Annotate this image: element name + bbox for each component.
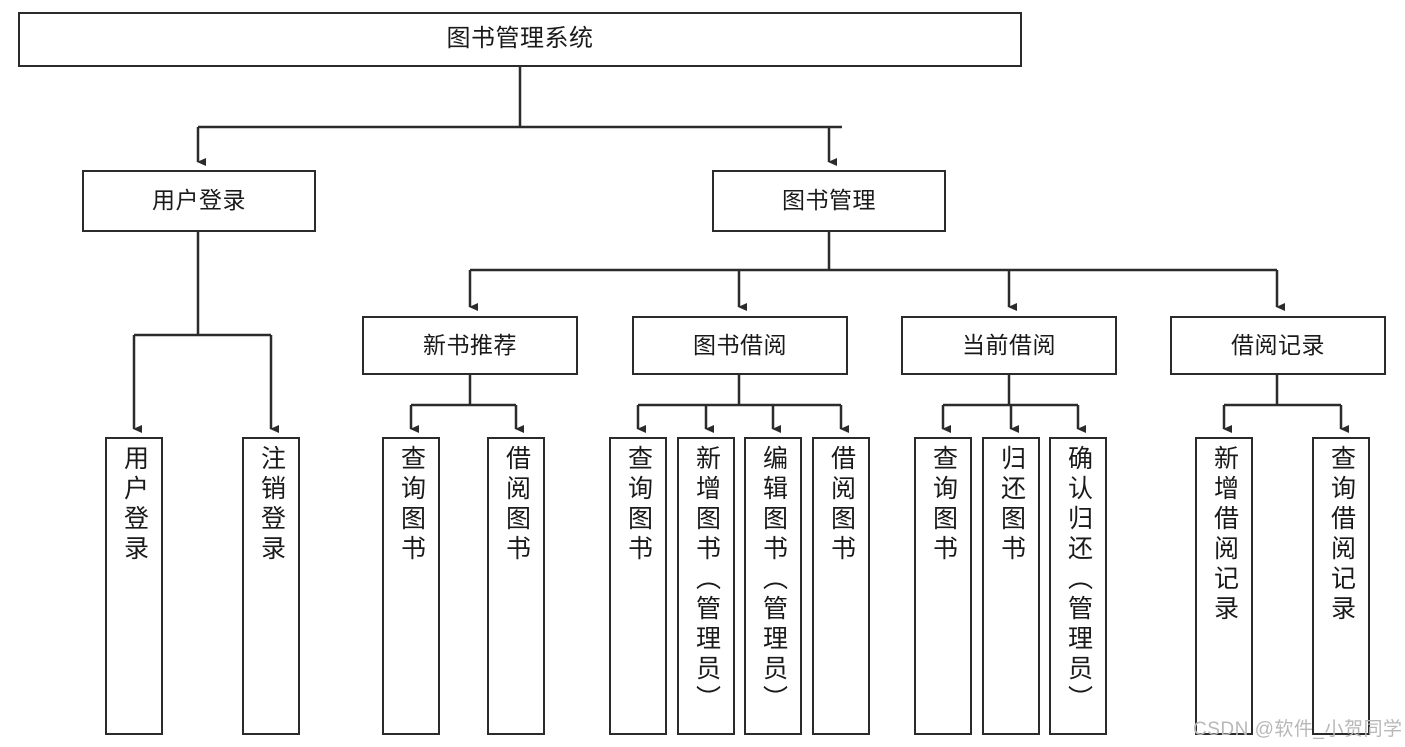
node-borrow-record[interactable]: 借阅记录 xyxy=(1170,316,1386,375)
node-current-borrow-label: 当前借阅 xyxy=(962,331,1056,358)
node-book-manage-label: 图书管理 xyxy=(782,187,876,214)
node-leaf-add-book[interactable]: 新增图书（管理员） xyxy=(677,437,735,735)
node-borrow-record-label: 借阅记录 xyxy=(1231,331,1325,358)
node-current-borrow[interactable]: 当前借阅 xyxy=(901,316,1117,375)
node-leaf-add-record[interactable]: 新增借阅记录 xyxy=(1195,437,1253,735)
node-leaf-logout[interactable]: 注销登录 xyxy=(242,437,300,735)
node-book-borrow-label: 图书借阅 xyxy=(693,331,787,358)
node-root[interactable]: 图书管理系统 xyxy=(18,12,1022,67)
node-new-book-recommend-label: 新书推荐 xyxy=(423,331,517,358)
node-leaf-borrow-book-1-label: 借阅图书 xyxy=(502,445,531,565)
csdn-watermark: CSDN @软件_小贺同学 xyxy=(1193,719,1403,740)
node-leaf-borrow-book-1[interactable]: 借阅图书 xyxy=(487,437,545,735)
node-user-login-label: 用户登录 xyxy=(152,187,246,214)
node-leaf-query-book-3-label: 查询图书 xyxy=(929,445,958,565)
node-leaf-return-book-label: 归还图书 xyxy=(997,445,1026,565)
node-leaf-user-login[interactable]: 用户登录 xyxy=(105,437,163,735)
node-leaf-edit-book[interactable]: 编辑图书（管理员） xyxy=(744,437,802,735)
node-leaf-logout-label: 注销登录 xyxy=(257,445,286,565)
node-leaf-borrow-book-2-label: 借阅图书 xyxy=(827,445,856,565)
node-user-login[interactable]: 用户登录 xyxy=(82,170,316,232)
node-leaf-edit-book-label: 编辑图书（管理员） xyxy=(759,445,788,715)
node-book-manage[interactable]: 图书管理 xyxy=(712,170,946,232)
node-book-borrow[interactable]: 图书借阅 xyxy=(632,316,848,375)
node-leaf-borrow-book-2[interactable]: 借阅图书 xyxy=(812,437,870,735)
node-root-label: 图书管理系统 xyxy=(446,25,594,53)
node-leaf-query-book-2[interactable]: 查询图书 xyxy=(609,437,667,735)
node-leaf-query-book-3[interactable]: 查询图书 xyxy=(914,437,972,735)
node-leaf-query-record[interactable]: 查询借阅记录 xyxy=(1312,437,1370,735)
node-leaf-query-record-label: 查询借阅记录 xyxy=(1327,445,1356,625)
node-new-book-recommend[interactable]: 新书推荐 xyxy=(362,316,578,375)
node-leaf-query-book-1-label: 查询图书 xyxy=(397,445,426,565)
node-leaf-add-record-label: 新增借阅记录 xyxy=(1210,445,1239,625)
node-leaf-query-book-1[interactable]: 查询图书 xyxy=(382,437,440,735)
node-leaf-query-book-2-label: 查询图书 xyxy=(624,445,653,565)
node-leaf-confirm-return-label: 确认归还（管理员） xyxy=(1064,445,1093,715)
node-leaf-confirm-return[interactable]: 确认归还（管理员） xyxy=(1049,437,1107,735)
node-leaf-user-login-label: 用户登录 xyxy=(120,445,149,565)
node-leaf-return-book[interactable]: 归还图书 xyxy=(982,437,1040,735)
node-leaf-add-book-label: 新增图书（管理员） xyxy=(692,445,721,715)
